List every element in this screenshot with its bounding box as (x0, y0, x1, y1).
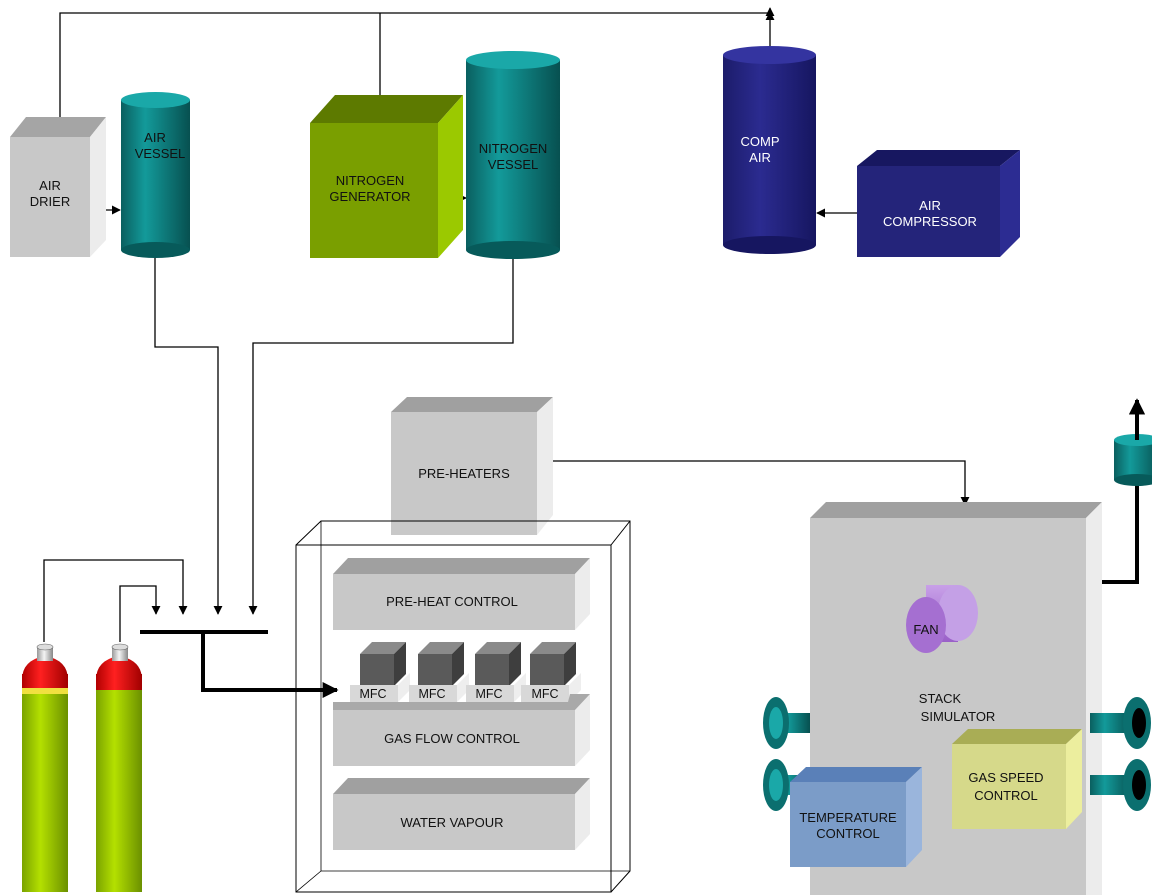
fan: FAN (906, 585, 978, 653)
pre-heaters: PRE-HEATERS (391, 397, 553, 535)
gas-speed-control-label-1: GAS SPEED (968, 770, 1043, 785)
pre-heat-control-label: PRE-HEAT CONTROL (386, 594, 518, 609)
nitrogen-vessel: NITROGEN VESSEL (466, 51, 560, 259)
mfc-label-3: MFC (475, 687, 502, 701)
mfc-unit-2: MFC (409, 642, 469, 702)
gas-cylinder-2 (96, 643, 142, 892)
port-left-upper (763, 697, 810, 749)
gas-cylinder-1 (22, 643, 68, 892)
air-drier-label-1: AIR (39, 178, 61, 193)
temperature-control-label-2: CONTROL (816, 826, 880, 841)
temperature-control: TEMPERATURE CONTROL (790, 767, 922, 867)
air-drier-label-2: DRIER (30, 194, 70, 209)
mfc-unit-3: MFC (466, 642, 526, 702)
mfc-label-4: MFC (531, 687, 558, 701)
air-vessel-label-2: VESSEL (135, 146, 186, 161)
nitrogen-generator-label-1: NITROGEN (336, 173, 405, 188)
temperature-control-label-1: TEMPERATURE (799, 810, 897, 825)
stack-simulator-label-2: SIMULATOR (921, 709, 996, 724)
control-cabinet (295, 520, 631, 893)
nitrogen-vessel-label-1: NITROGEN (479, 141, 548, 156)
nitrogen-generator: NITROGEN GENERATOR (310, 95, 463, 258)
fan-label: FAN (913, 622, 938, 637)
nitrogen-generator-label-2: GENERATOR (329, 189, 410, 204)
comp-air-vessel: COMP AIR (723, 46, 816, 254)
stack-simulator-label-1: STACK (919, 691, 962, 706)
water-vapour-label: WATER VAPOUR (400, 815, 503, 830)
gas-flow-control-label: GAS FLOW CONTROL (384, 731, 520, 746)
comp-air-label-1: COMP (741, 134, 780, 149)
mfc-unit-4: MFC (521, 642, 581, 702)
nitrogen-vessel-label-2: VESSEL (488, 157, 539, 172)
comp-air-label-2: AIR (749, 150, 771, 165)
exhaust-vessel (1114, 398, 1152, 486)
port-right-lower (1090, 759, 1151, 811)
pre-heat-control: PRE-HEAT CONTROL (333, 558, 590, 630)
pre-heaters-label: PRE-HEATERS (418, 466, 510, 481)
port-right-upper (1090, 697, 1151, 749)
air-compressor-label-1: AIR (919, 198, 941, 213)
air-vessel-label-1: AIR (144, 130, 166, 145)
air-drier: AIR DRIER (10, 117, 106, 257)
mfc-label-2: MFC (418, 687, 445, 701)
gas-speed-control-label-2: CONTROL (974, 788, 1038, 803)
gas-speed-control: GAS SPEED CONTROL (952, 729, 1082, 829)
air-vessel: AIR VESSEL (121, 92, 190, 258)
mfc-unit-1: MFC (350, 642, 410, 702)
air-compressor: AIR COMPRESSOR (857, 150, 1020, 257)
water-vapour: WATER VAPOUR (333, 778, 590, 850)
air-compressor-label-2: COMPRESSOR (883, 214, 977, 229)
mfc-label-1: MFC (359, 687, 386, 701)
gas-flow-control: GAS FLOW CONTROL (333, 694, 590, 766)
